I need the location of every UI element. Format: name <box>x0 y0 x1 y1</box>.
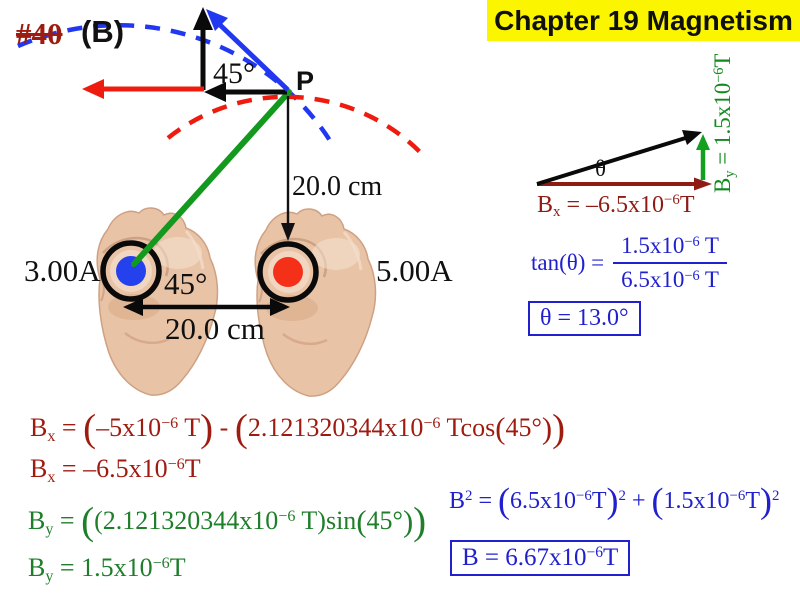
tan-fraction: 1.5x10−6 T 6.5x10−6 T <box>613 233 727 293</box>
chapter-banner: Chapter 19 Magnetism <box>487 0 800 41</box>
theta-result-box: θ = 13.0° <box>528 301 641 336</box>
tan-equation-lhs: tan(θ) = <box>531 250 605 275</box>
chapter-banner-text: Chapter 19 Magnetism <box>494 4 793 36</box>
left-current-label: 3.00A <box>24 253 101 288</box>
green-radius-line <box>131 89 292 267</box>
horizontal-distance-label: 20.0 cm <box>165 311 265 346</box>
slide-number: #40 <box>16 16 63 51</box>
wire-marker-left <box>100 240 162 302</box>
problem-variant: (B) <box>81 14 125 49</box>
tan-denominator: 6.5x10−6 T <box>621 267 719 292</box>
vertical-reference-arrow <box>281 96 295 241</box>
right-current-label: 5.00A <box>376 253 453 288</box>
blue-field-vector <box>206 9 290 92</box>
bx-component-arrow <box>204 82 287 102</box>
b-result-box: B = 6.67x10−6T <box>450 540 631 576</box>
theta-label: θ <box>595 156 607 181</box>
angle-label-bottom: 45° <box>164 266 208 301</box>
b-squared-equation: B2 = (6.5x10−6T)2 + (1.5x10−6T)2 <box>449 480 780 521</box>
component-triangle <box>536 130 712 191</box>
red-field-arc <box>166 94 422 154</box>
horizontal-dimension-arrow <box>123 298 290 316</box>
wire-marker-right <box>257 241 319 303</box>
by-equation-full: By = ((2.121320344x10−6 T)sin(45°)) <box>28 500 427 544</box>
point-p-label: P <box>296 66 315 96</box>
tan-numerator: 1.5x10−6 T <box>613 233 727 264</box>
by-value-label: By = 1.5x10−6T <box>710 53 739 193</box>
red-field-vector <box>82 79 204 99</box>
by-component-arrow <box>193 7 213 90</box>
angle-label-top: 45° <box>213 57 255 90</box>
bx-value-label: Bx = –6.5x10−6T <box>537 192 695 221</box>
by-equation-result: By = 1.5x10−6T <box>28 553 186 585</box>
bx-equation-result: Bx = –6.5x10−6T <box>30 454 201 486</box>
tan-equation: tan(θ) = 1.5x10−6 T 6.5x10−6 T <box>531 233 727 293</box>
vertical-distance-label: 20.0 cm <box>292 171 383 202</box>
bx-equation-full: Bx = (–5x10−6 T) - (2.121320344x10−6 Tco… <box>30 407 566 451</box>
